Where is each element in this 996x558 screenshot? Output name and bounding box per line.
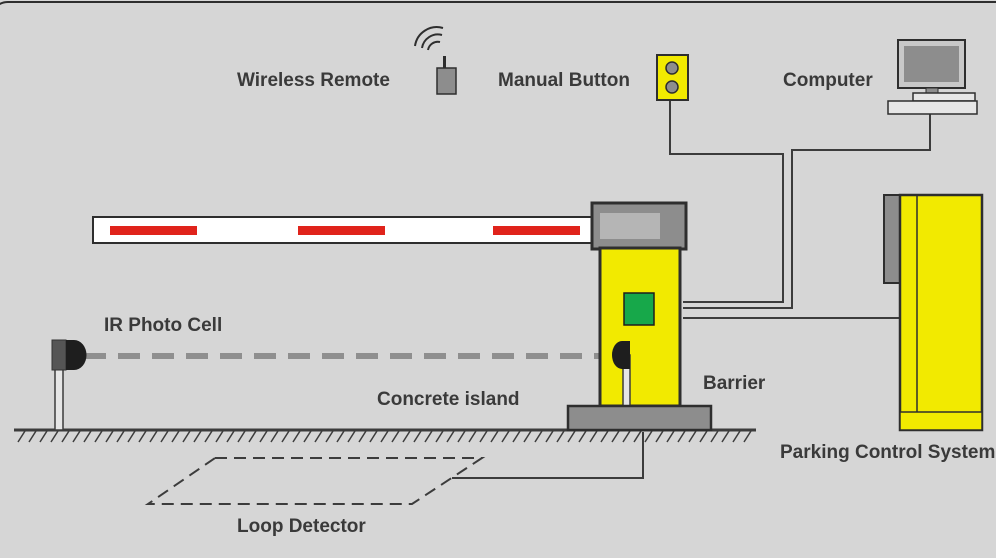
concrete-island (566, 404, 713, 432)
barrier-head (590, 201, 688, 251)
label-concrete-island: Concrete island (377, 389, 520, 410)
label-manual-button: Manual Button (498, 70, 630, 91)
ground-line (14, 428, 756, 443)
computer-icon (887, 39, 978, 115)
loop-detector-outline (144, 457, 486, 505)
barrier-cabinet (598, 246, 682, 408)
control-wiring (669, 100, 931, 319)
label-wireless-remote: Wireless Remote (237, 70, 390, 91)
label-computer: Computer (783, 70, 873, 91)
manual-button-icon (656, 54, 689, 101)
label-ir-photo-cell: IR Photo Cell (104, 315, 222, 336)
label-loop-detector: Loop Detector (237, 516, 366, 537)
ir-photo-cell-icon (51, 339, 87, 431)
loop-detector-wire (452, 432, 644, 479)
status-green-light (623, 292, 655, 326)
label-barrier: Barrier (703, 373, 766, 394)
wireless-remote-icon (414, 26, 457, 95)
label-parking-control-system: Parking Control System (780, 442, 995, 463)
parking-control-cabinet (883, 193, 984, 432)
barrier-arm (92, 216, 664, 244)
